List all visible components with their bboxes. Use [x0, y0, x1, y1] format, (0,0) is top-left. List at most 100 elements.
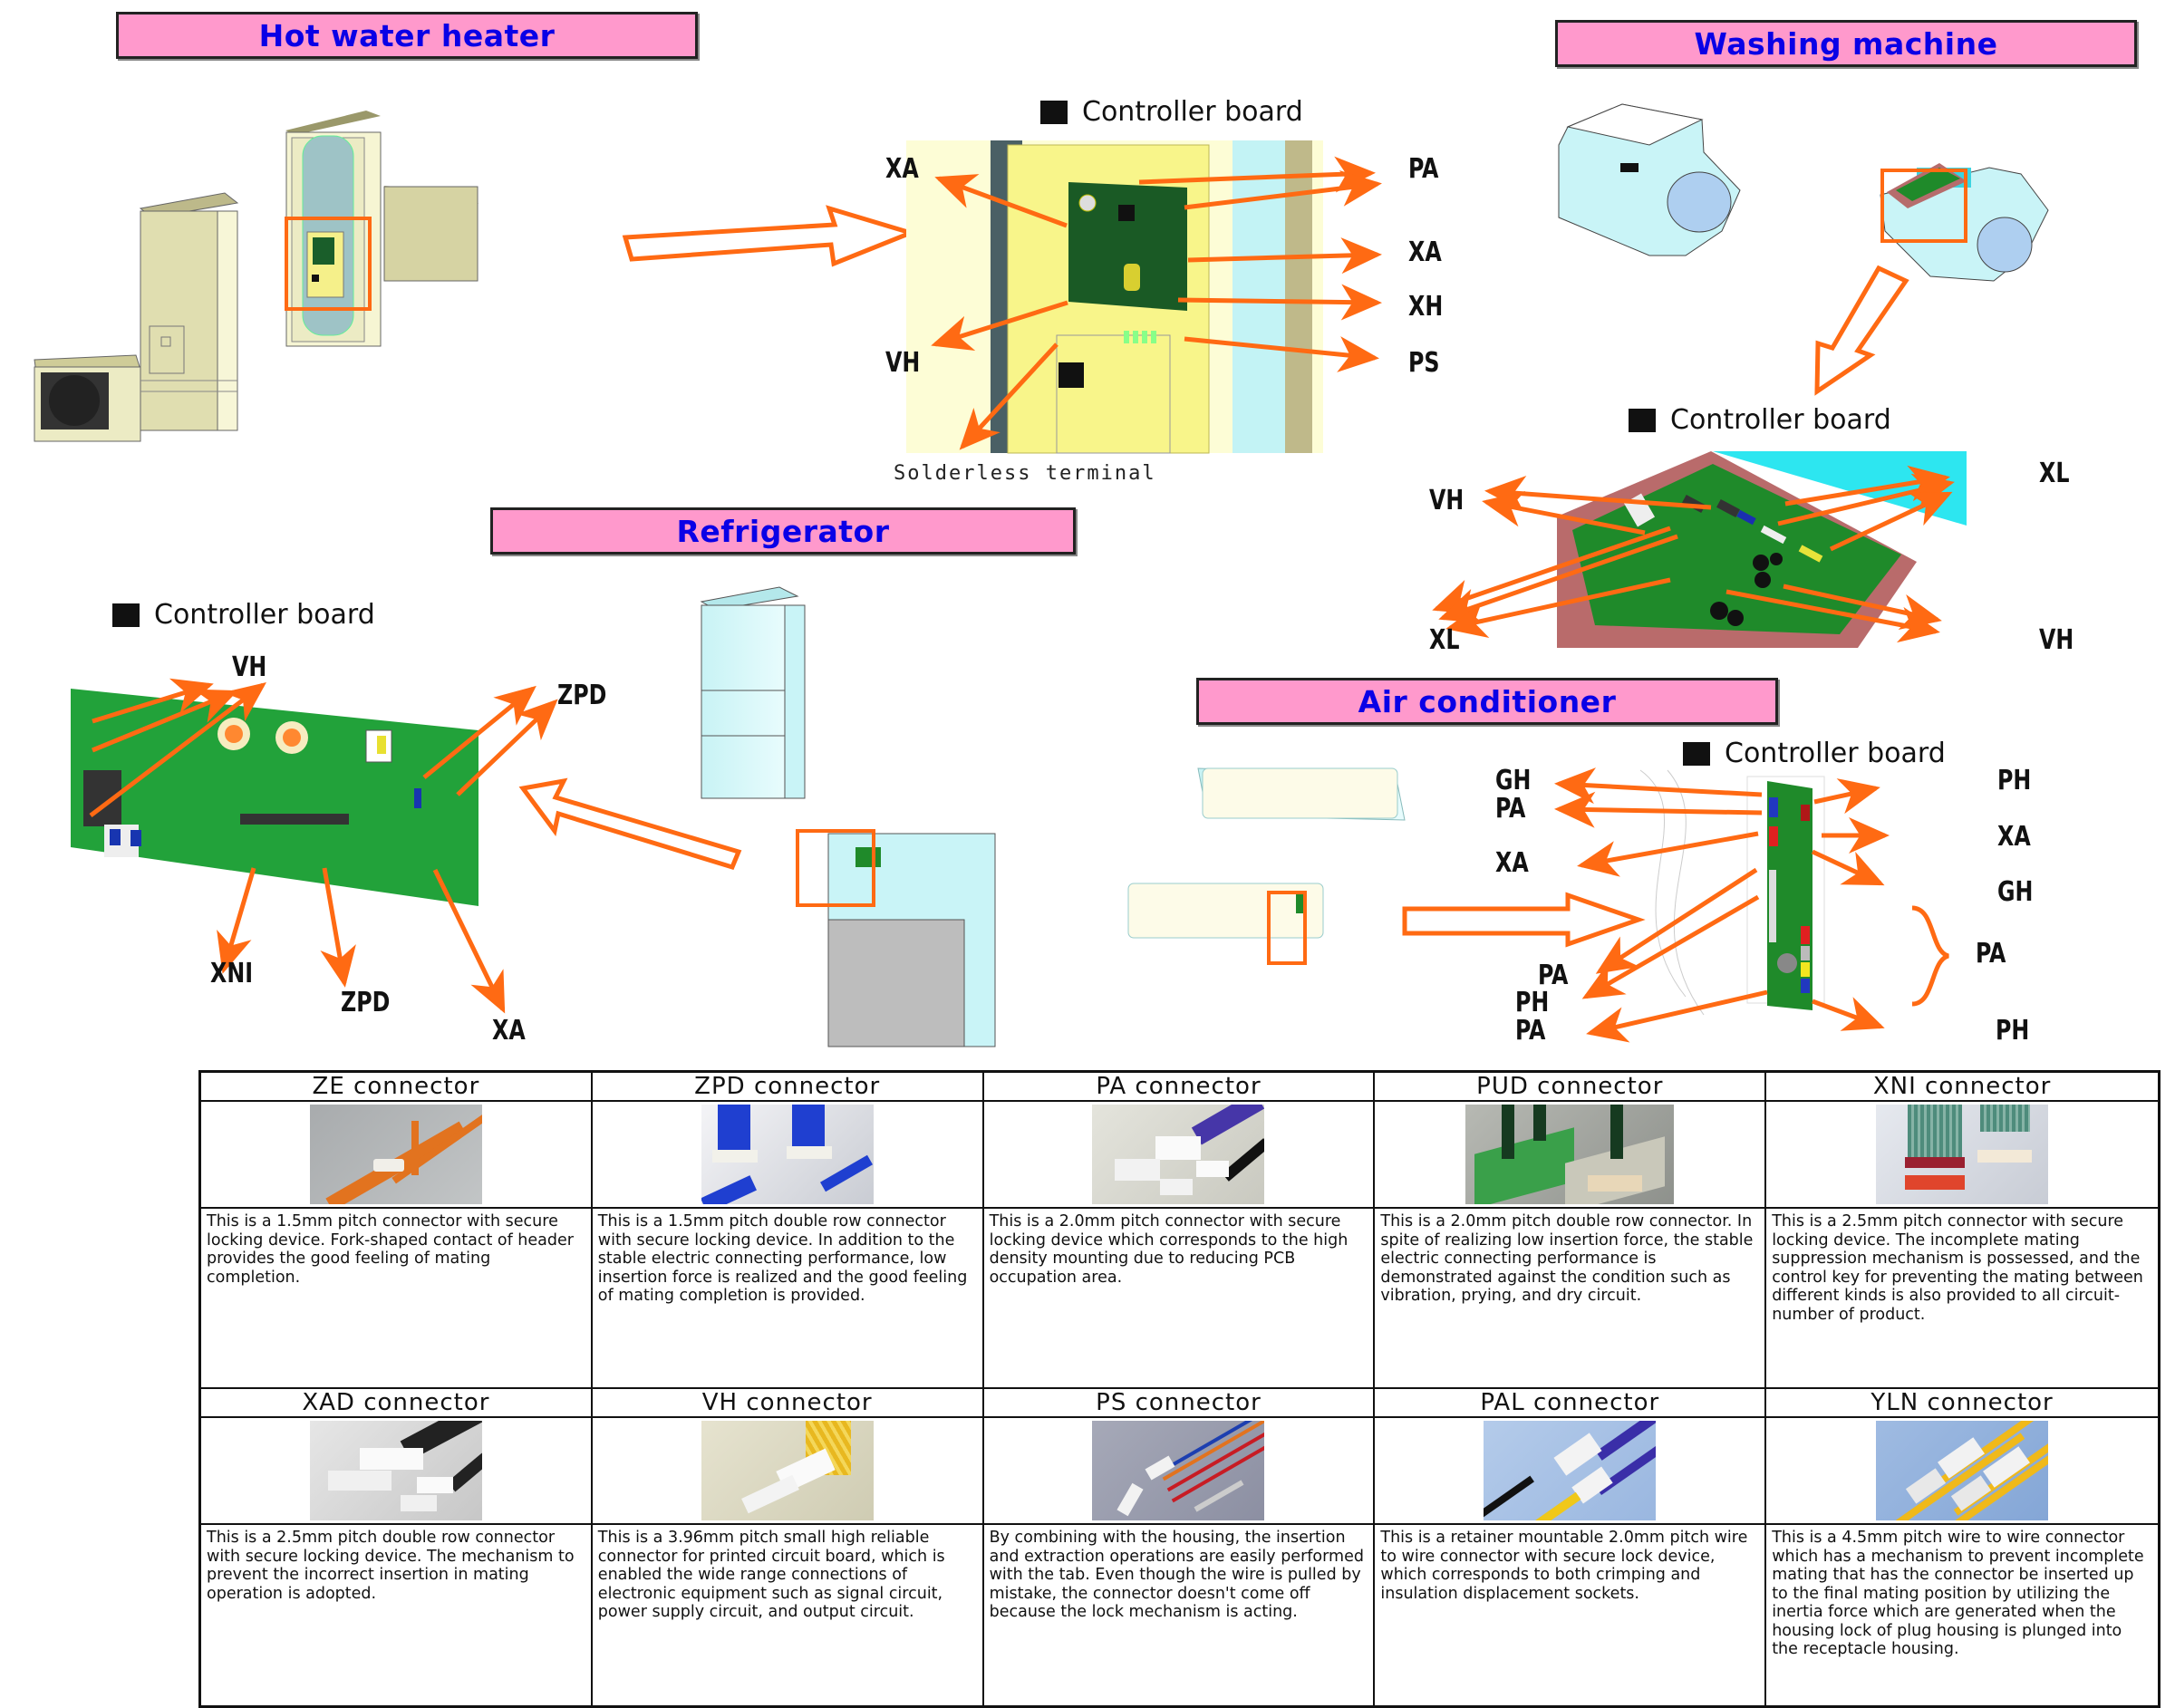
hwh-label-xh: XH — [1408, 291, 1444, 323]
connector-name: ZE connector — [201, 1073, 591, 1102]
connector-description: This is a 4.5mm pitch wire to wire conne… — [1772, 1529, 2144, 1658]
ps-connector-photo — [1092, 1421, 1265, 1520]
hollow-arrow — [1402, 892, 1646, 948]
solderless-terminal-note: Solderless terminal — [894, 462, 1156, 485]
hot-water-heater-title: Hot water heater — [116, 12, 698, 59]
air-conditioner-board-photo — [1639, 769, 1825, 1016]
connector-table: ZE connector This is a 1.5mm pitch conne… — [198, 1070, 2160, 1708]
ac-label-xa-right: XA — [1997, 821, 2031, 853]
hwh-label-vh: VH — [885, 347, 921, 379]
connector-name: VH connector — [592, 1389, 982, 1418]
connector-description: This is a 2.5mm pitch connector with sec… — [1772, 1212, 2143, 1324]
hollow-arrow — [622, 205, 918, 267]
connector-cell: PS connector By combining with the housi… — [983, 1389, 1376, 1705]
xni-connector-photo — [1876, 1105, 2049, 1204]
pa-connector-photo — [1092, 1105, 1265, 1204]
highlight-box — [285, 217, 372, 311]
refrigerator-board-caption: Controller board — [112, 599, 375, 631]
washing-machine-board-photo — [1553, 449, 1968, 652]
hwh-label-xa-right: XA — [1408, 236, 1442, 268]
connector-cell: PAL connector This is a retainer mountab… — [1375, 1389, 1767, 1705]
washing-machine-title: Washing machine — [1555, 20, 2137, 67]
ac-label-pa-left-3: PA — [1515, 1015, 1546, 1047]
hwh-label-ps: PS — [1408, 347, 1440, 379]
yln-connector-photo — [1876, 1421, 2049, 1520]
fridge-label-zpd-top: ZPD — [557, 680, 607, 711]
pal-connector-photo — [1484, 1421, 1657, 1520]
connector-name: PUD connector — [1375, 1073, 1765, 1102]
hot-water-heater-illustration — [34, 111, 918, 442]
connector-description: This is a 2.5mm pitch double row connect… — [207, 1529, 575, 1603]
hwh-callout-arrows — [931, 156, 1382, 450]
ze-connector-photo — [309, 1105, 482, 1204]
connector-cell: XNI connector This is a 2.5mm pitch conn… — [1766, 1073, 2158, 1389]
air-conditioner-title: Air conditioner — [1196, 678, 1778, 725]
ac-board-caption: Controller board — [1683, 738, 1946, 769]
highlight-box — [796, 829, 875, 907]
connector-description: This is a 1.5mm pitch double row connect… — [597, 1212, 968, 1305]
tank-unit — [139, 192, 239, 431]
hollow-arrow — [1814, 265, 1909, 396]
hollow-arrow — [518, 777, 742, 871]
ac-label-pa-left-1: PA — [1495, 793, 1526, 825]
washing-label-vh-left: VH — [1429, 485, 1464, 516]
connector-description: This is a 2.0mm pitch double row connect… — [1380, 1212, 1754, 1305]
fridge-label-zpd-bottom: ZPD — [341, 987, 391, 1018]
highlight-box — [1880, 169, 1967, 243]
ac-label-xa-left: XA — [1495, 847, 1529, 879]
ac-label-gh-right: GH — [1997, 876, 2034, 908]
fridge-label-xni: XNI — [210, 958, 254, 989]
connector-cell: ZPD connector This is a 1.5mm pitch doub… — [592, 1073, 984, 1389]
ac-label-gh-left: GH — [1495, 765, 1532, 796]
fridge-label-vh: VH — [232, 651, 267, 683]
connector-cell: XAD connector This is a 2.5mm pitch doub… — [201, 1389, 593, 1705]
caption-text: Controller board — [1670, 404, 1891, 436]
washing-label-vh-right: VH — [2039, 624, 2074, 656]
refrigerator-board-photo — [71, 689, 478, 906]
black-square-icon — [1629, 408, 1656, 432]
caption-text: Controller board — [1082, 96, 1303, 128]
washing-machine-illustration — [1558, 103, 2049, 396]
washing-label-xl-left: XL — [1429, 624, 1460, 656]
highlight-box — [1267, 891, 1307, 965]
ac-callout-arrows — [1554, 767, 1890, 1043]
connector-description: This is a 2.0mm pitch connector with sec… — [989, 1212, 1348, 1287]
zpd-connector-photo — [701, 1105, 874, 1204]
ac-label-ph-right-2: PH — [1996, 1015, 2030, 1047]
connector-name: ZPD connector — [592, 1073, 982, 1102]
connector-description: This is a 3.96mm pitch small high reliab… — [597, 1529, 945, 1621]
fridge-label-xa: XA — [492, 1015, 526, 1047]
xad-connector-photo — [309, 1421, 482, 1520]
connector-name: YLN connector — [1766, 1389, 2158, 1418]
air-conditioner-illustration — [1127, 767, 1646, 965]
connector-description: By combining with the housing, the inser… — [989, 1529, 1364, 1621]
refrigerator-callout-arrows — [89, 678, 558, 1014]
refrigerator-illustration — [518, 586, 996, 1047]
open-cabinet — [285, 111, 382, 347]
washing-label-xl-right: XL — [2039, 458, 2070, 489]
caption-text: Controller board — [1725, 738, 1946, 769]
black-square-icon — [1683, 741, 1710, 766]
connector-cell: VH connector This is a 3.96mm pitch smal… — [592, 1389, 984, 1705]
connector-name: PS connector — [983, 1389, 1374, 1418]
connector-cell: ZE connector This is a 1.5mm pitch conne… — [201, 1073, 593, 1389]
ac-label-ph-right-1: PH — [1997, 765, 2032, 796]
ac-label-pa-left-2: PA — [1538, 960, 1569, 991]
connector-name: XNI connector — [1766, 1073, 2158, 1102]
connector-cell: PUD connector This is a 2.0mm pitch doub… — [1375, 1073, 1767, 1389]
black-square-icon — [112, 603, 140, 627]
connector-cell: YLN connector This is a 4.5mm pitch wire… — [1766, 1389, 2158, 1705]
washing-callout-arrows — [1432, 465, 1955, 643]
refrigerator-title: Refrigerator — [490, 507, 1076, 555]
hwh-board-caption: Controller board — [1040, 96, 1303, 128]
connector-name: XAD connector — [201, 1389, 591, 1418]
outdoor-unit — [34, 354, 141, 442]
ac-label-pa-right: PA — [1976, 938, 2006, 970]
connector-name: PA connector — [983, 1073, 1374, 1102]
connector-name: PAL connector — [1375, 1389, 1765, 1418]
washing-board-caption: Controller board — [1629, 404, 1891, 436]
connector-description: This is a retainer mountable 2.0mm pitch… — [1380, 1529, 1748, 1603]
ac-label-ph-left: PH — [1515, 987, 1550, 1018]
hot-water-heater-board-photo — [906, 140, 1323, 454]
connector-cell: PA connector This is a 2.0mm pitch conne… — [983, 1073, 1376, 1389]
